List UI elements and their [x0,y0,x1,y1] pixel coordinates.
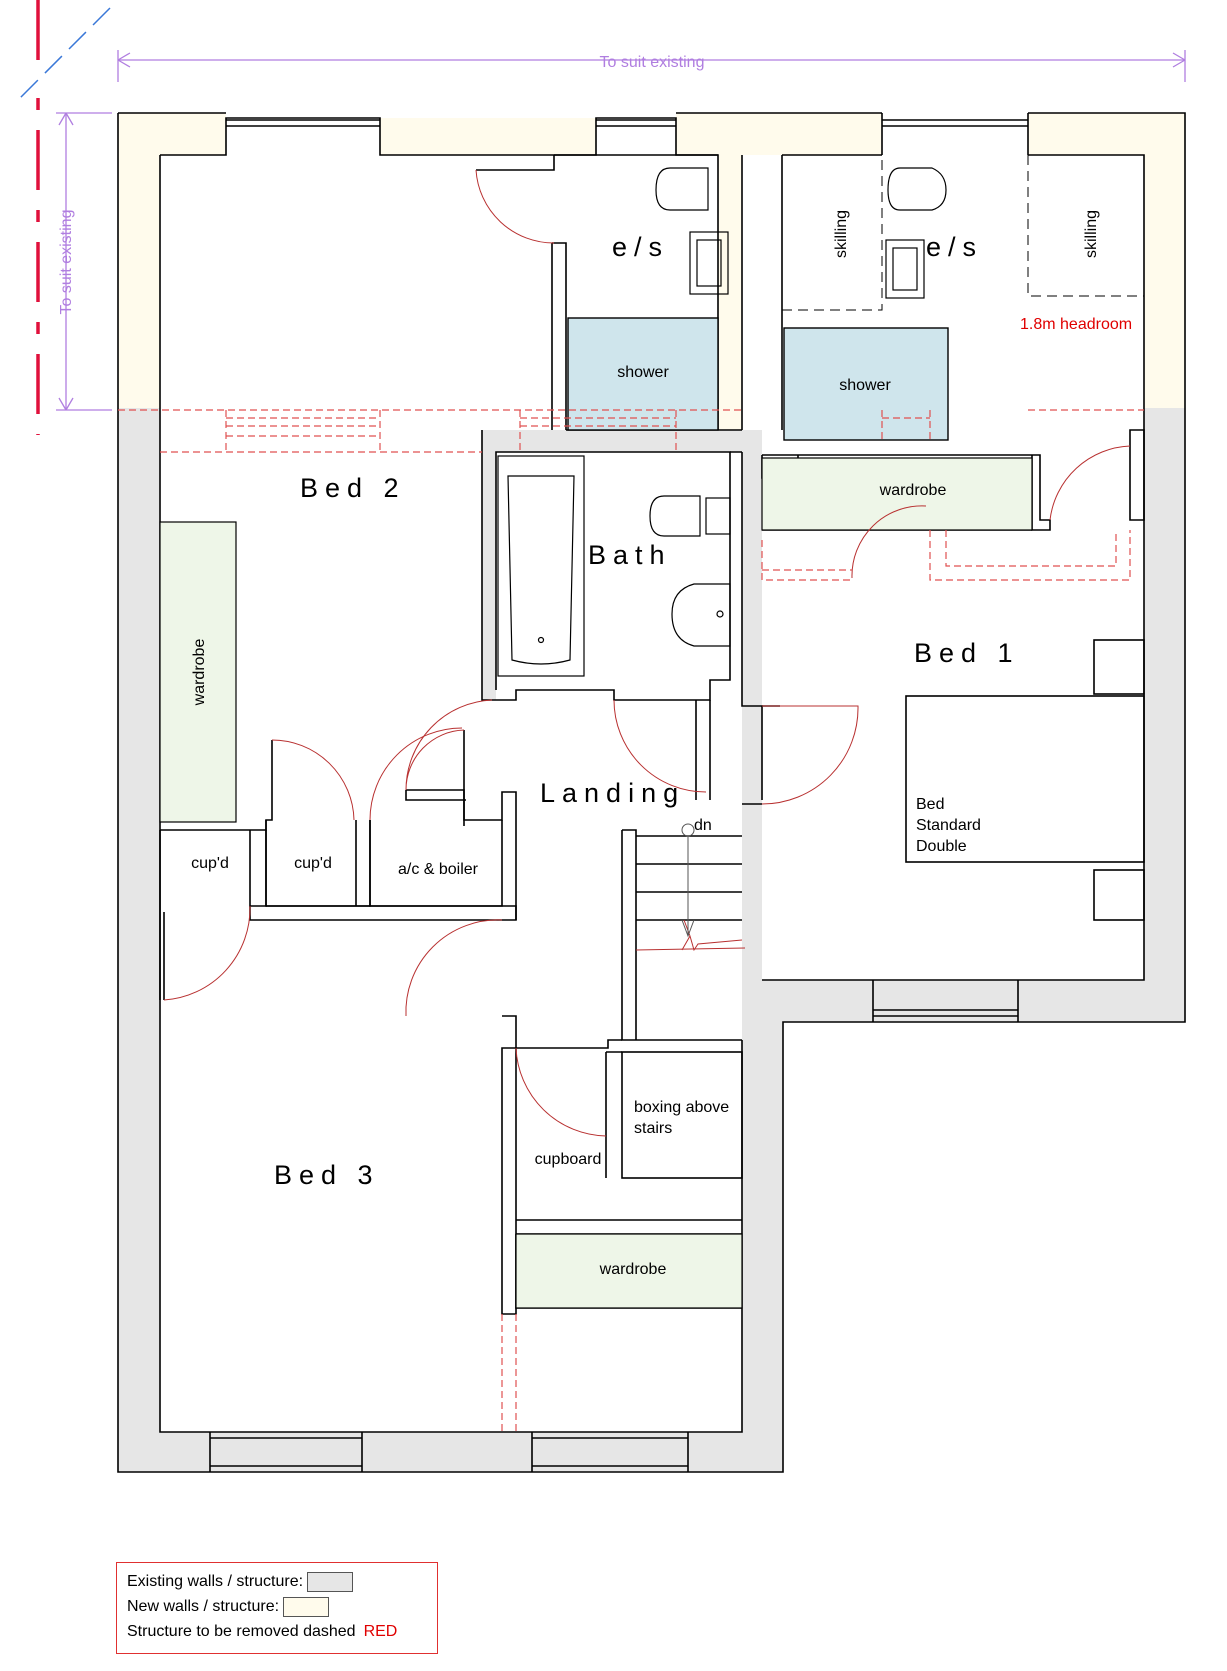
existing-wall-bottom-right [742,980,783,1472]
legend-removed-color: RED [363,1623,398,1640]
stairs-down-label: dn [694,817,712,834]
new-wall-top-right1 [676,113,882,430]
new-wall-top-left [118,113,226,408]
room-label-bed3: Bed 3 [274,1160,380,1190]
existing-wall-left [118,408,160,1432]
legend-removed-row: Structure to be removed dashed RED [127,1619,427,1644]
shower-label-right: shower [839,377,891,394]
legend-existing-swatch [307,1571,354,1592]
skilling-label-right: skilling [1083,210,1100,258]
new-wall-top-mid [380,118,596,155]
wardrobe-bed1-label: wardrobe [879,482,947,499]
dimension-top-label: To suit existing [600,54,705,71]
bed-label-line2: Standard [916,817,981,834]
bed-label-line3: Double [916,838,967,855]
wardrobe-bed2-shape [159,521,237,823]
room-label-es-right: e/s [926,232,983,262]
boxing-label-line1: boxing above [634,1099,729,1116]
skilling-label-left: skilling [833,210,850,258]
shower-tray-right [783,327,949,441]
existing-wall-right [1144,408,1185,1022]
legend: Existing walls / structure: New walls / … [116,1562,438,1654]
cupboard-label-1: cup'd [191,855,229,872]
wardrobe-bed3-shape [515,1233,743,1309]
cupboard-label: cupboard [535,1151,602,1168]
legend-new-row: New walls / structure: [127,1594,427,1619]
legend-new-label: New walls / structure: [127,1598,280,1615]
boiler-label: a/c & boiler [398,861,479,878]
legend-new-swatch [283,1596,330,1617]
wardrobe-bed3-label: wardrobe [599,1261,667,1278]
existing-wall-bottom [118,1432,783,1472]
room-label-landing: Landing [540,778,685,808]
dimension-left-label: To suit existing [58,210,75,315]
legend-existing-row: Existing walls / structure: [127,1569,427,1594]
room-label-es-left: e/s [612,232,669,262]
headroom-label: 1.8m headroom [1020,316,1132,333]
legend-removed-label: Structure to be removed dashed [127,1623,356,1640]
room-label-bath: Bath [588,540,672,570]
wardrobe-bed1-shape [761,457,1033,531]
bed-label-line1: Bed [916,796,944,813]
wardrobe-bed2-label: wardrobe [191,639,208,707]
existing-wall-landing-right [742,430,762,1040]
room-label-bed1: Bed 1 [914,638,1020,668]
boxing-label-line2: stairs [634,1120,672,1137]
existing-wall-bed1-bottom [762,980,1185,1022]
shower-label-left: shower [617,364,669,381]
new-wall-top-right2 [1028,113,1185,408]
cupboard-label-2: cup'd [294,855,332,872]
shower-tray-left [567,317,719,431]
room-label-bed2: Bed 2 [300,473,406,503]
legend-existing-label: Existing walls / structure: [127,1573,304,1590]
